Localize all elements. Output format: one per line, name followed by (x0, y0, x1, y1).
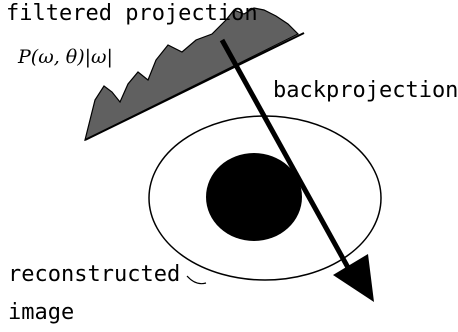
filtered-projection-label: filtered projection (6, 3, 258, 25)
image-label: image (8, 302, 74, 324)
projection-formula-label: P(ω, θ)|ω| (18, 48, 113, 67)
reconstructed-label: reconstructed (8, 264, 180, 286)
reconstructed-leader-line (187, 276, 206, 284)
inner-object-blob (206, 153, 302, 241)
backprojection-label: backprojection (273, 80, 458, 102)
